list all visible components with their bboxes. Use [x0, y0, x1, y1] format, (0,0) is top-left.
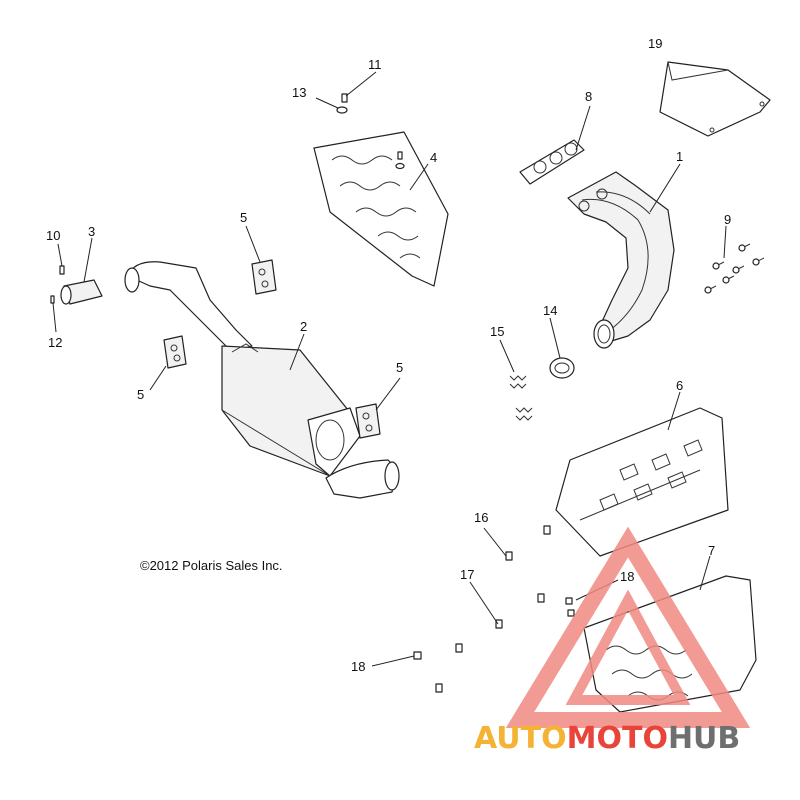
part-2-muffler-assembly [124, 261, 400, 499]
callout-17: 17 [460, 567, 474, 582]
callout-10: 10 [46, 228, 60, 243]
part-6-heat-shield [555, 407, 729, 557]
part-15-springs [509, 375, 533, 421]
part-5-isolator-b [163, 335, 187, 369]
callout-6: 6 [676, 378, 683, 393]
callout-2: 2 [300, 319, 307, 334]
part-9-bolts [704, 243, 765, 294]
watermark-logo [505, 526, 751, 728]
watermark-auto: AUTO [474, 721, 567, 756]
callout-18-a: 18 [620, 569, 634, 584]
callout-19: 19 [648, 36, 662, 51]
callout-15: 15 [490, 324, 504, 339]
fasteners [413, 525, 575, 693]
callout-4: 4 [430, 150, 437, 165]
callouts: 19 8 11 13 1 4 9 5 10 3 2 14 15 12 5 6 5… [46, 36, 731, 674]
callout-1: 1 [676, 149, 683, 164]
part-8-manifold-gasket [519, 139, 585, 185]
copyright-notice: ©2012 Polaris Sales Inc. [140, 558, 283, 573]
callout-8: 8 [585, 89, 592, 104]
leader-lines [52, 71, 727, 667]
part-19-heat-shield-plate [659, 61, 771, 137]
watermark-text: AUTOMOTOHUB [474, 721, 740, 756]
callout-13: 13 [292, 85, 306, 100]
part-5-isolator-c [355, 403, 381, 439]
callout-11: 11 [368, 57, 382, 72]
callout-16: 16 [474, 510, 488, 525]
part-4-heat-shield [313, 131, 449, 287]
callout-7: 7 [708, 543, 715, 558]
callout-5-c: 5 [396, 360, 403, 375]
watermark-triangle-inner [565, 589, 691, 705]
part-11-13-bolt-washer [336, 93, 405, 170]
watermark-triangle-outer [505, 526, 751, 728]
svg-text:AUTOMOTOHUB: AUTOMOTOHUB [474, 721, 740, 756]
callout-12: 12 [48, 335, 62, 350]
callout-3: 3 [88, 224, 95, 239]
part-1-exhaust-manifold [567, 171, 675, 349]
part-3-tailpipe-tip [50, 265, 103, 305]
watermark-moto: MOTO [567, 721, 668, 756]
callout-9: 9 [724, 212, 731, 227]
callout-14: 14 [543, 303, 557, 318]
part-5-isolator-a [251, 259, 277, 295]
watermark-hub: HUB [668, 721, 740, 756]
callout-5-b: 5 [137, 387, 144, 402]
part-14-seal-ring [549, 357, 575, 379]
callout-5-a: 5 [240, 210, 247, 225]
callout-18-b: 18 [351, 659, 365, 674]
